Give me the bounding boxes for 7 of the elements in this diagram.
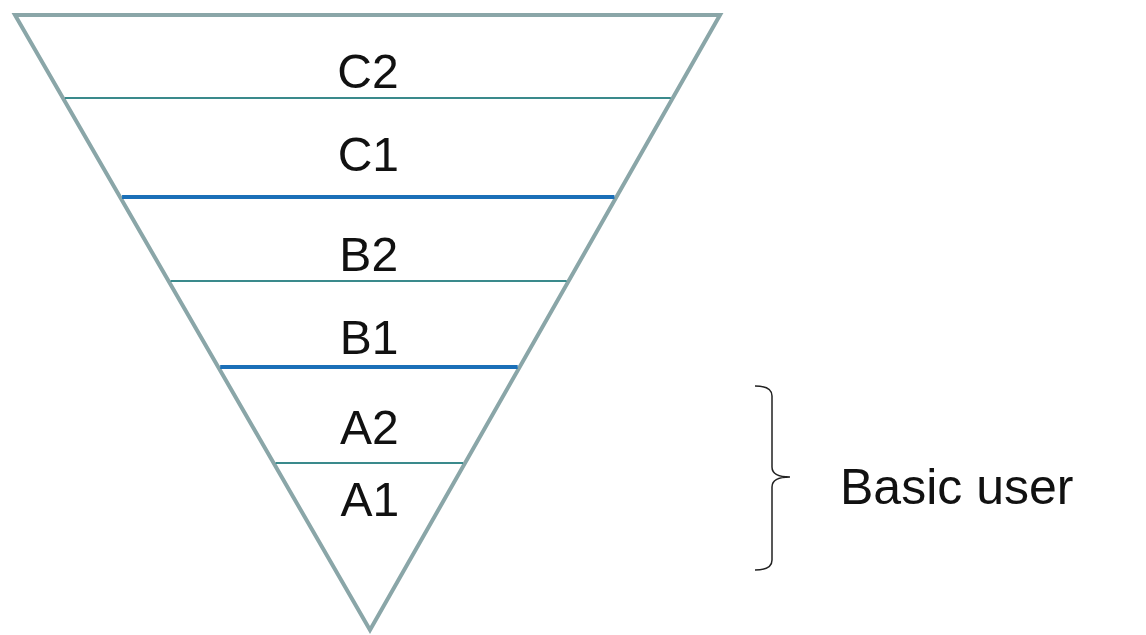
group-label: Basic user xyxy=(840,462,1074,512)
level-label: B2 xyxy=(339,231,399,279)
level-label: A2 xyxy=(340,404,399,452)
level-label: A1 xyxy=(340,476,400,524)
level-label: C2 xyxy=(337,48,399,96)
level-label: B1 xyxy=(339,314,399,362)
level-label: C1 xyxy=(337,131,399,179)
